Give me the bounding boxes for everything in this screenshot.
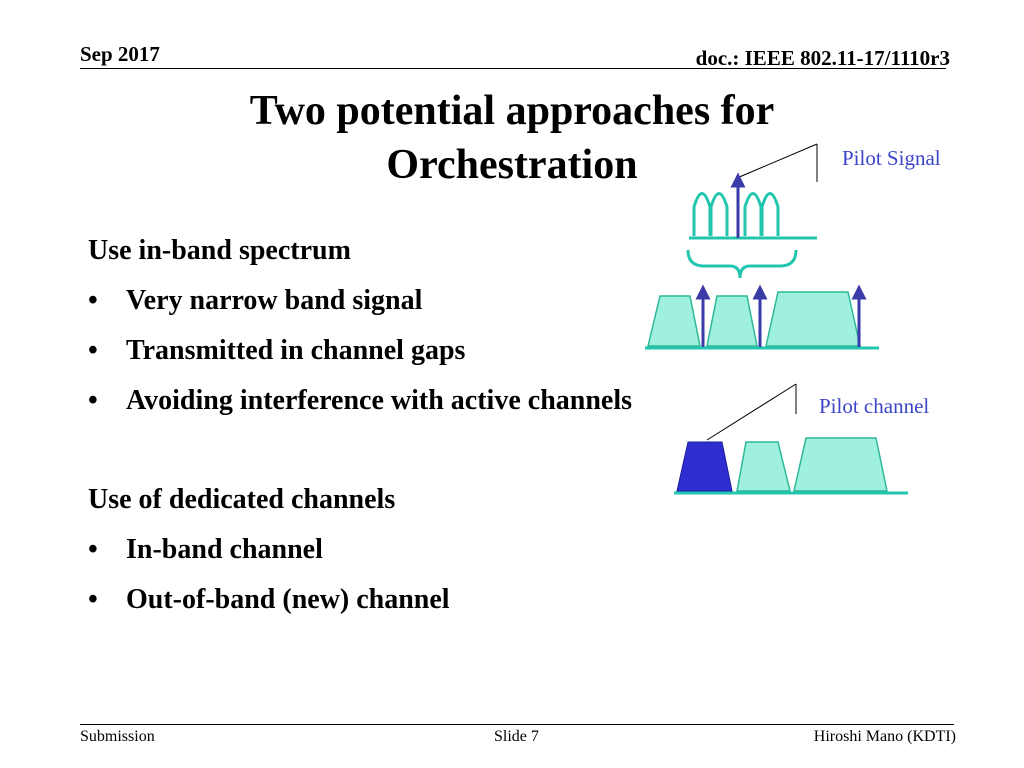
pilot-signal-label: Pilot Signal	[842, 146, 941, 170]
bullet-item: Avoiding interference with active channe…	[88, 376, 788, 426]
pilot-channel-label: Pilot channel	[819, 394, 930, 418]
slide-title: Two potential approaches for Orchestrati…	[212, 84, 812, 192]
bullet-item: Out-of-band (new) channel	[88, 575, 788, 625]
bullet-item: Transmitted in channel gaps	[88, 326, 788, 376]
footer-slide-number: Slide 7	[494, 728, 539, 745]
header-divider	[80, 68, 946, 69]
narrowband-signals-zoom	[686, 172, 817, 279]
footer-submission: Submission	[80, 728, 155, 745]
footer-author: Hiroshi Mano (KDTI)	[813, 728, 956, 745]
section-heading-in-band: Use in-band spectrum	[88, 235, 351, 266]
header-date: Sep 2017	[80, 42, 160, 66]
pilot-channel-callout	[706, 383, 797, 441]
dedicated-channels	[674, 437, 908, 495]
bullet-item: In-band channel	[88, 525, 788, 575]
slide-title-line-1: Two potential approaches for	[249, 88, 775, 134]
footer-divider	[80, 724, 954, 725]
section-heading-dedicated: Use of dedicated channels	[88, 484, 396, 515]
slide-body: Use in-band spectrum Very narrow band si…	[88, 226, 788, 625]
in-band-channels	[645, 284, 879, 350]
header-doc-id: doc.: IEEE 802.11-17/1110r3	[695, 46, 950, 70]
pilot-signal-callout	[736, 143, 818, 182]
slide-title-line-2: Orchestration	[386, 142, 638, 188]
bullet-item: Very narrow band signal	[88, 276, 788, 326]
